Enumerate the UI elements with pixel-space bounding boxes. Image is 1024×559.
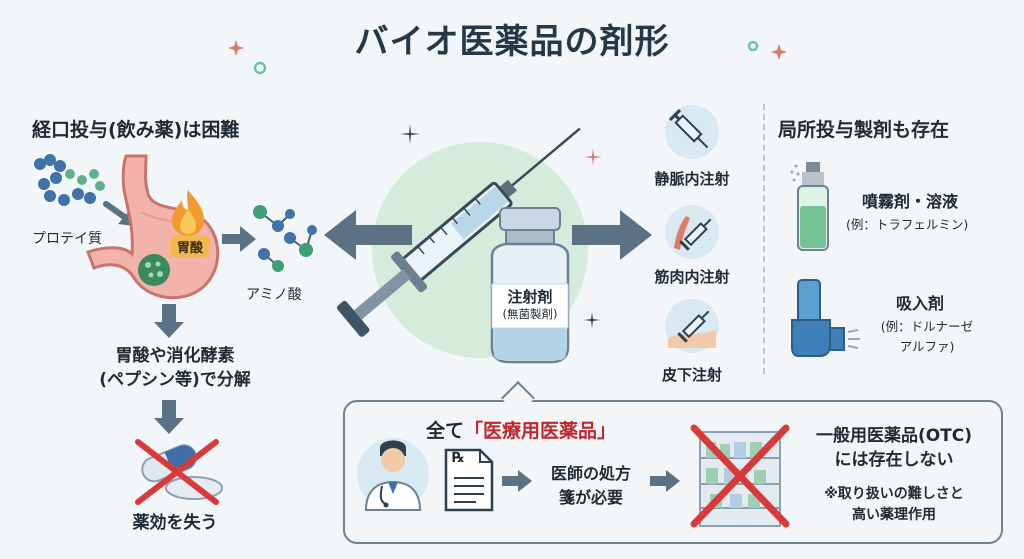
protein-label: プロテイ質 [32,231,102,247]
callout-box [343,400,1003,544]
sparkle-icon [228,40,267,75]
syringe-icon [336,127,581,337]
inhal-example-line2: アルファ) [899,339,955,354]
otc-text: 一般用医薬品(OTC) には存在しない [815,426,973,470]
stomach-acid-label: 胃酸 [170,235,210,258]
vial-label: 注射剤 [507,288,553,306]
amino-acid-label: アミノ酸 [246,287,302,303]
arrow-right-icon [650,470,680,492]
vial-icon [490,207,570,364]
prescription-icon [444,448,494,512]
doctor-icon [357,438,429,511]
enzyme-icon [138,254,170,286]
loss-label: 薬効を失う [132,513,218,533]
page-title: バイオ医薬品の剤形 [354,22,670,62]
arrow-down-icon [154,400,184,434]
spray-bottle-icon [790,162,829,251]
im-label: 筋肉内注射 [654,268,730,286]
amino-acid-icon [253,205,317,272]
vial-sublabel: (無菌製剤) [502,307,558,321]
spray-example: (例：トラフェルミン) [846,217,969,232]
arrow-icon [222,226,256,252]
arrow-left-icon [324,210,412,260]
arrow-right-icon [572,210,652,260]
oral-heading: 経口投与(飲み薬)は困難 [32,119,240,141]
protein-chain-icon [34,154,105,206]
callout-heading: 全て「医療用医薬品」 [426,420,617,442]
rx-symbol: ℞ [452,450,465,466]
flame-icon [172,190,204,236]
inhal-example-line1: (例：ドルナーゼ [880,319,974,334]
im-injection-icon [665,205,719,259]
sc-label: 皮下注射 [661,366,722,384]
note-text: ※取り扱いの難しさと 高い薬理作用 [824,486,964,523]
arrow-down-icon [154,304,184,338]
arrow-right-icon [502,470,532,492]
decomposition-text: 胃酸や消化酵素 (ペプシン等)で分解 [99,346,251,390]
iv-injection-icon [665,105,719,159]
inhaler-icon [791,279,860,357]
iv-label: 静脈内注射 [654,170,730,188]
pill-icon [135,439,223,505]
local-heading: 局所投与製剤も存在 [778,119,950,141]
sparkle-icon [400,124,420,144]
sparkle-icon [584,148,602,166]
divider [763,104,765,374]
prescription-text: 医師の処方 箋が必要 [550,464,631,507]
spray-label: 噴霧剤・溶液 [862,192,959,211]
sc-injection-icon [665,299,719,353]
sparkle-icon [584,312,600,328]
pharmacy-shelf-icon [690,424,790,528]
sparkle-icon [747,40,787,60]
inhal-label: 吸入剤 [896,294,945,313]
